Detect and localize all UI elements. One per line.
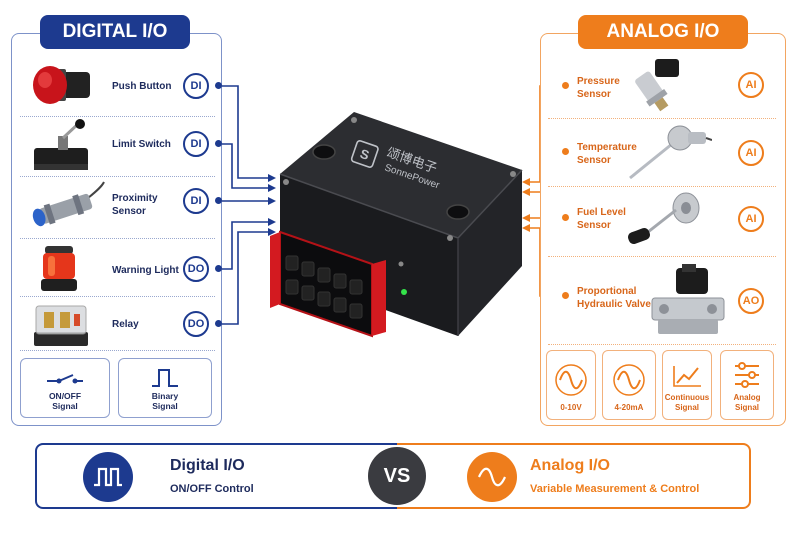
digital-divider xyxy=(20,296,215,297)
hydraulic-valve-icon xyxy=(651,264,725,334)
digital-divider xyxy=(20,238,215,239)
analog-summary-subtitle: Variable Measurement & Control xyxy=(530,483,700,495)
pressure-sensor-label: Pressure Sensor xyxy=(577,76,620,100)
fuel-level-sensor-label: Fuel Level Sensor xyxy=(577,207,626,231)
sine-wave-icon xyxy=(613,364,645,396)
sine-wave-icon xyxy=(555,364,587,396)
digital-summary-subtitle: ON/OFF Control xyxy=(170,483,254,495)
voltage-signal-box: 0-10V xyxy=(546,350,596,420)
digital-summary-title: Digital I/O xyxy=(170,457,245,474)
relay-icon xyxy=(34,305,88,346)
relay-label: Relay xyxy=(112,319,139,330)
connector-dot xyxy=(562,148,569,155)
continuous-signal-box: Continuous Signal xyxy=(662,350,712,420)
push-button-label: Push Button xyxy=(112,81,172,92)
sliders-icon xyxy=(735,362,759,388)
connector-dot xyxy=(215,197,222,204)
switch-icon xyxy=(47,374,83,384)
status-led xyxy=(401,289,407,295)
fuel-level-sensor-icon xyxy=(628,192,700,244)
analog-divider xyxy=(548,344,776,345)
io-module-device: S 颂博电子 SonnePower xyxy=(270,112,523,338)
square-wave-icon xyxy=(94,467,122,487)
square-wave-icon xyxy=(152,369,178,387)
digital-divider xyxy=(20,350,215,351)
binary-signal-label: Binary Signal xyxy=(151,391,179,411)
warning-light-icon xyxy=(41,246,77,291)
connector-dot xyxy=(215,265,222,272)
proximity-sensor-label: Proximity Sensor xyxy=(112,193,158,217)
analog-divider xyxy=(548,256,776,257)
connector-dot xyxy=(562,214,569,221)
temperature-sensor-label: Temperature Sensor xyxy=(577,142,637,166)
binary-signal-box: Binary Signal xyxy=(118,358,212,418)
connector-dot xyxy=(562,292,569,299)
hydraulic-valve-label: Proportional Hydraulic Valve xyxy=(577,286,651,310)
digital-summary-icon xyxy=(83,452,133,502)
ai-badge: AI xyxy=(738,140,764,166)
digital-divider xyxy=(20,116,215,117)
sine-wave-icon xyxy=(477,467,507,487)
proximity-sensor-icon xyxy=(32,181,105,227)
wire-warning-light xyxy=(219,221,268,270)
di-badge: DI xyxy=(183,131,209,157)
do-badge: DO xyxy=(183,256,209,282)
vs-badge: VS xyxy=(368,447,426,505)
analog-summary-card xyxy=(397,443,751,509)
warning-light-label: Warning Light xyxy=(112,265,179,276)
ao-badge: AO xyxy=(738,288,764,314)
limit-switch-label: Limit Switch xyxy=(112,139,171,150)
analog-summary-title: Analog I/O xyxy=(530,457,610,474)
di-badge: DI xyxy=(183,73,209,99)
current-signal-box: 4-20mA xyxy=(602,350,656,420)
connector-dot xyxy=(215,82,222,89)
analog-header: ANALOG I/O xyxy=(578,15,748,49)
voltage-signal-label: 0-10V xyxy=(560,403,582,412)
wire-push-button xyxy=(219,85,268,179)
continuous-signal-label: Continuous Signal xyxy=(664,393,710,412)
continuous-chart-icon xyxy=(673,366,701,387)
current-signal-label: 4-20mA xyxy=(614,403,644,412)
analog-divider xyxy=(548,118,776,119)
analog-signal-label: Analog Signal xyxy=(733,393,761,412)
wire-relay xyxy=(219,231,268,325)
analog-signal-box: Analog Signal xyxy=(720,350,774,420)
limit-switch-icon xyxy=(34,119,88,170)
digital-header: DIGITAL I/O xyxy=(40,15,190,49)
analog-divider xyxy=(548,186,776,187)
analog-summary-icon xyxy=(467,452,517,502)
on-off-signal-box: ON/OFF Signal xyxy=(20,358,110,418)
push-button-icon xyxy=(33,66,90,104)
di-badge: DI xyxy=(183,188,209,214)
connector-dot xyxy=(215,320,222,327)
pressure-sensor-icon xyxy=(635,59,679,112)
do-badge: DO xyxy=(183,311,209,337)
ai-badge: AI xyxy=(738,72,764,98)
ai-badge: AI xyxy=(738,206,764,232)
digital-divider xyxy=(20,176,215,177)
on-off-signal-label: ON/OFF Signal xyxy=(48,391,82,411)
temperature-sensor-icon xyxy=(629,125,712,180)
connector-dot xyxy=(562,82,569,89)
wire-limit-switch xyxy=(219,143,268,189)
connector-dot xyxy=(215,140,222,147)
